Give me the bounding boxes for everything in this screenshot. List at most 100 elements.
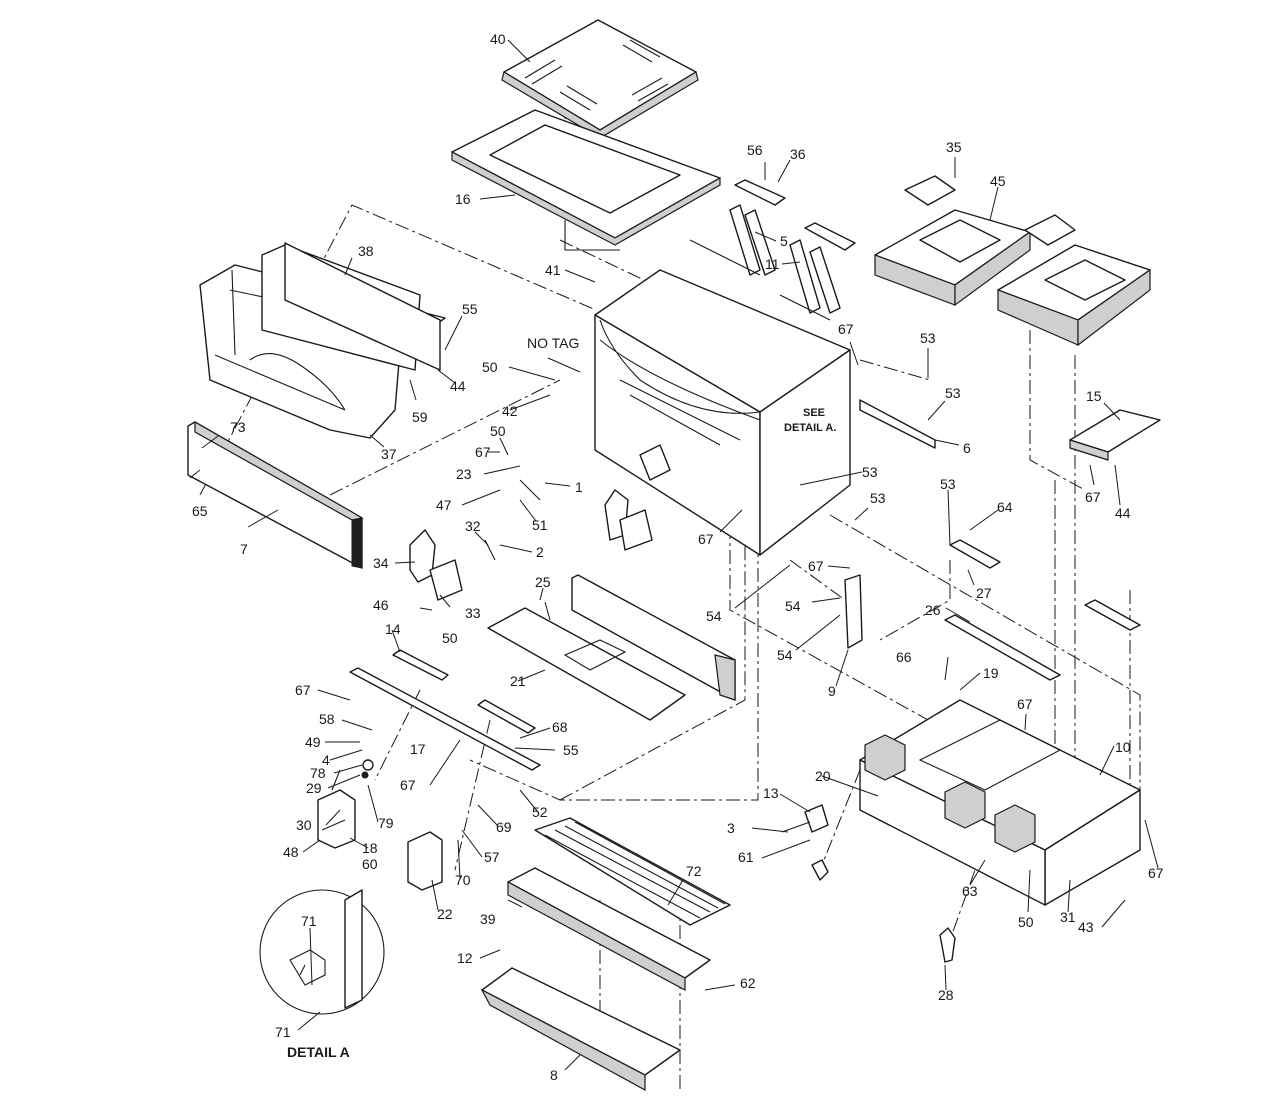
part-15-cover [1069,409,1161,461]
callout-55-top: 55 [462,301,478,317]
callout-71-b: 71 [275,1024,291,1040]
callout-16: 16 [455,191,471,207]
callout-67-right: 67 [1085,489,1101,505]
callout-22: 22 [437,906,453,922]
callout-79: 79 [378,815,394,831]
callout-9: 9 [828,683,836,699]
callout-50-upper: 50 [482,359,498,375]
parts-14-17-rails [349,649,541,771]
detail-a-view [259,889,385,1015]
callout-54-b: 54 [706,608,722,624]
callout-32: 32 [465,518,481,534]
callout-36: 36 [790,146,806,162]
part-10-base-assembly [859,699,1141,906]
detail-a-title: DETAIL A [287,1044,350,1060]
part-38-bezel-assembly [199,242,446,439]
callout-4: 4 [322,752,330,768]
parts-35-45-trays [874,175,1151,347]
part-7-front-panel [187,420,364,569]
callout-78: 78 [310,765,326,781]
callout-1: 1 [575,479,583,495]
callout-42: 42 [502,403,518,419]
part-16-top-frame [451,109,721,251]
callout-61: 61 [738,849,754,865]
air-ducts [409,444,671,601]
callout-58: 58 [319,711,335,727]
callout-33: 33 [465,605,481,621]
callout-53-e: 53 [940,476,956,492]
part-41-cabinet-tub [594,269,851,556]
callout-60: 60 [362,856,378,872]
callout-6: 6 [963,440,971,456]
callout-7: 7 [240,541,248,557]
callout-43: 43 [1078,919,1094,935]
callout-56: 56 [747,142,763,158]
callout-69: 69 [496,819,512,835]
callout-63: 63 [962,883,978,899]
callout-12: 12 [457,950,473,966]
callout-50-r: 50 [1018,914,1034,930]
callout-67-r3: 67 [1017,696,1033,712]
callout-21: 21 [510,673,526,689]
callout-25: 25 [535,574,551,590]
callout-53-c: 53 [862,464,878,480]
callout-51: 51 [532,517,548,533]
callout-67-far: 67 [1148,865,1164,881]
callout-29: 29 [306,780,322,796]
callout-5: 5 [780,233,788,249]
callout-53-a: 53 [920,330,936,346]
callout-3: 3 [727,820,735,836]
callout-46: 46 [373,597,389,613]
callout-66: 66 [896,649,912,665]
callout-44-left: 44 [450,378,466,394]
label-see: SEE [803,407,825,419]
callout-64: 64 [997,499,1013,515]
parts-26-27-brackets [944,539,1141,681]
misc-small-parts [781,804,956,963]
callout-8: 8 [550,1067,558,1083]
callout-41: 41 [545,262,561,278]
part-9-bracket [844,574,863,649]
callout-62: 62 [740,975,756,991]
callout-44-right: 44 [1115,505,1131,521]
callout-11: 11 [765,256,780,272]
callout-73: 73 [230,419,246,435]
callout-23: 23 [456,466,472,482]
callout-68: 68 [552,719,568,735]
callout-67-r2: 67 [808,558,824,574]
callout-31: 31 [1060,909,1076,925]
callout-67-lower2: 67 [400,777,416,793]
callout-15: 15 [1086,388,1102,404]
callout-28: 28 [938,987,954,1003]
callout-labels: 40 16 56 36 5 11 35 45 38 41 55 44 59 37… [192,31,1164,1083]
callout-71-a: 71 [301,913,317,929]
callout-50-low: 50 [442,630,458,646]
callout-54-a: 54 [785,598,801,614]
part-6-strip [859,399,936,449]
callout-53-b: 53 [945,385,961,401]
callout-67-left: 67 [475,444,491,460]
parts-5-11-36-brackets [689,179,856,321]
callout-35: 35 [946,139,962,155]
part-40-lid [501,19,699,139]
callout-50-mid: 50 [490,423,506,439]
callout-67-mid: 67 [698,531,714,547]
callout-17: 17 [410,741,426,757]
parts-8-39-72-lower-tray [480,817,731,1092]
callout-14: 14 [385,621,401,637]
callout-27: 27 [976,585,992,601]
callout-37: 37 [381,446,397,462]
callout-20: 20 [815,768,831,784]
callout-45: 45 [990,173,1006,189]
callout-54-c: 54 [777,647,793,663]
parts-21-25-panels [487,574,736,721]
callout-59: 59 [412,409,428,425]
callout-30: 30 [296,817,312,833]
callout-70: 70 [455,872,471,888]
callout-26: 26 [925,602,941,618]
callout-49: 49 [305,734,321,750]
callout-67-center: 67 [838,321,854,337]
callout-38: 38 [358,243,374,259]
callout-19: 19 [983,665,999,681]
callout-52: 52 [532,804,548,820]
